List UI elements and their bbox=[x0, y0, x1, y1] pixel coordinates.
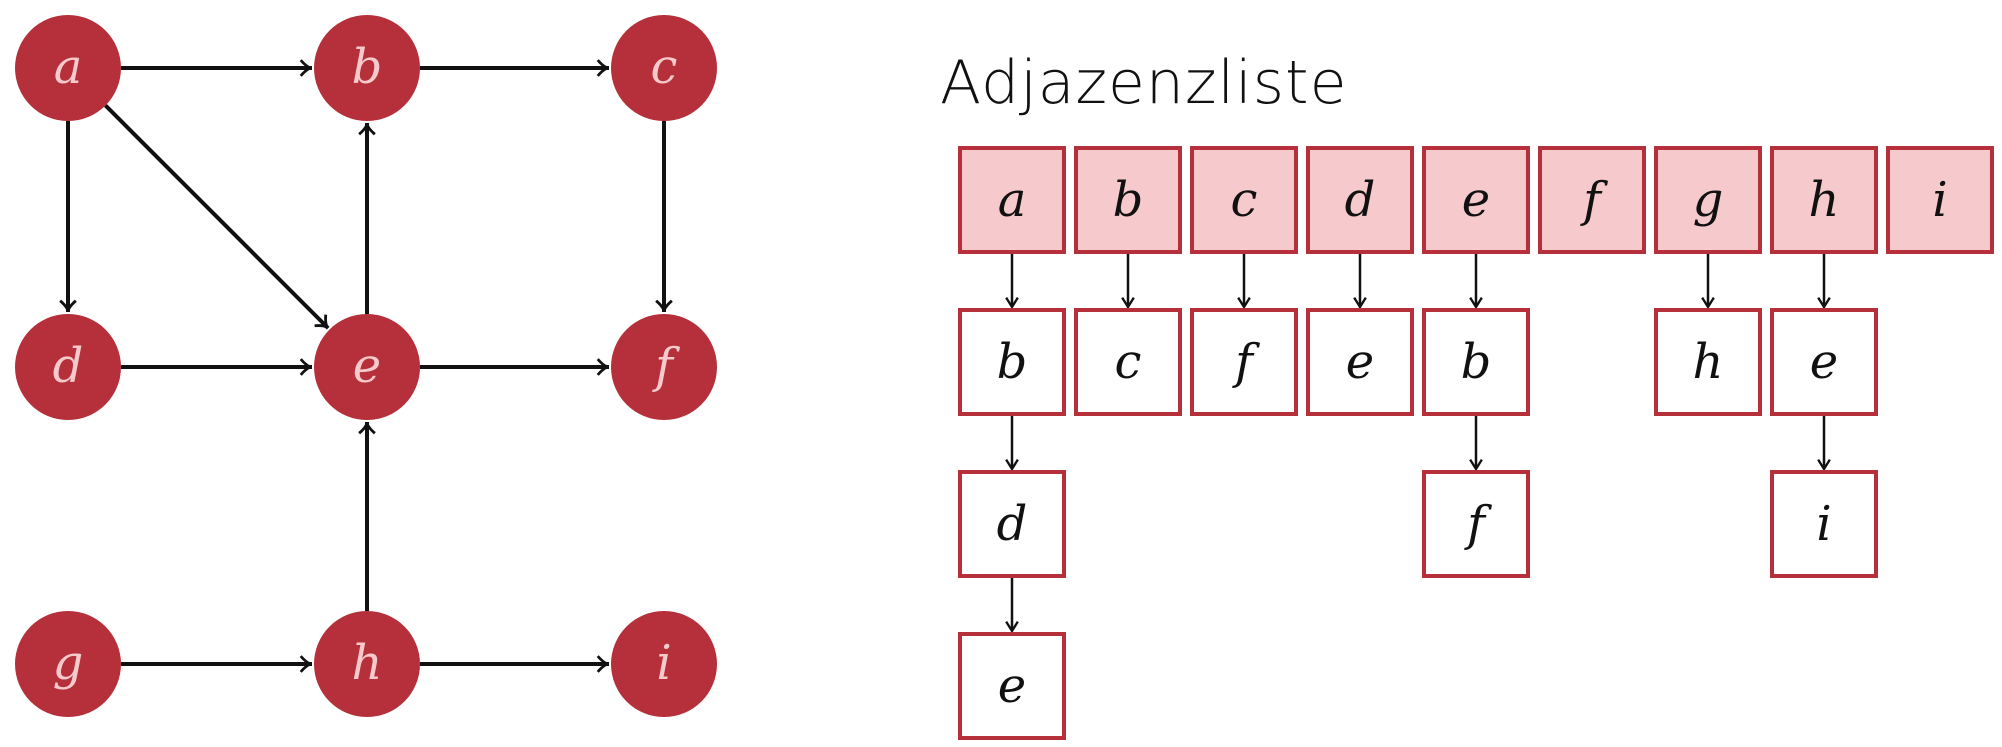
node-label: h bbox=[352, 635, 383, 691]
adjacency-column-a: a b d e bbox=[958, 146, 1066, 740]
list-cell bbox=[958, 632, 1066, 740]
head-cell bbox=[1190, 146, 1298, 254]
node-circle bbox=[611, 611, 717, 717]
adjacency-column-d: de bbox=[1306, 146, 1414, 416]
list-cell-label: i bbox=[1816, 496, 1831, 552]
node-g: g bbox=[15, 611, 121, 717]
list-cell-label: b bbox=[1461, 334, 1492, 390]
head-label: a bbox=[998, 172, 1027, 228]
node-circle bbox=[15, 15, 121, 121]
list-cell bbox=[958, 308, 1066, 416]
node-label: d bbox=[53, 338, 84, 394]
node-h: h bbox=[314, 611, 420, 717]
head-label: g bbox=[1693, 172, 1724, 228]
node-circle bbox=[314, 314, 420, 420]
node-label: c bbox=[651, 39, 678, 95]
head-cell bbox=[1654, 146, 1762, 254]
node-circle bbox=[15, 314, 121, 420]
adjacency-column-c: cf bbox=[1190, 146, 1298, 416]
edge-a-e bbox=[104, 104, 330, 330]
list-cell-label: e bbox=[998, 658, 1026, 714]
head-cell bbox=[1538, 146, 1646, 254]
head-cell bbox=[1770, 146, 1878, 254]
node-b: b bbox=[314, 15, 420, 121]
head-cell bbox=[958, 146, 1066, 254]
adjacency-column-b: bc bbox=[1074, 146, 1182, 416]
node-circle bbox=[611, 314, 717, 420]
list-cell bbox=[1422, 470, 1530, 578]
head-cell bbox=[1306, 146, 1414, 254]
adjacency-column-h: h e i bbox=[1770, 146, 1878, 578]
node-i: i bbox=[611, 611, 717, 717]
node-circle bbox=[15, 611, 121, 717]
adjacency-list-title: Adjazenzliste bbox=[940, 48, 1348, 118]
head-label: b bbox=[1113, 172, 1144, 228]
node-label: b bbox=[352, 39, 383, 95]
list-cell-label: c bbox=[1115, 334, 1142, 390]
head-cell bbox=[1422, 146, 1530, 254]
list-cell-label: d bbox=[997, 496, 1028, 552]
list-cell-label: h bbox=[1693, 334, 1724, 390]
list-cell bbox=[1306, 308, 1414, 416]
head-label: i bbox=[1932, 172, 1947, 228]
head-cell bbox=[1886, 146, 1994, 254]
node-circle bbox=[314, 15, 420, 121]
list-cell bbox=[1770, 470, 1878, 578]
nodes-layer: a b c d e f g h i bbox=[15, 15, 717, 717]
list-cell bbox=[1422, 308, 1530, 416]
head-label: d bbox=[1345, 172, 1376, 228]
head-label: h bbox=[1809, 172, 1840, 228]
node-label: g bbox=[53, 635, 84, 691]
list-cell bbox=[958, 470, 1066, 578]
node-f: f bbox=[611, 314, 717, 420]
node-c: c bbox=[611, 15, 717, 121]
list-cell bbox=[1190, 308, 1298, 416]
list-cell bbox=[1654, 308, 1762, 416]
edges-layer bbox=[59, 59, 673, 673]
adjacency-column-f: f bbox=[1538, 146, 1646, 254]
node-a: a bbox=[15, 15, 121, 121]
list-cell bbox=[1770, 308, 1878, 416]
adjacency-column-g: gh bbox=[1654, 146, 1762, 416]
node-d: d bbox=[15, 314, 121, 420]
head-cell bbox=[1074, 146, 1182, 254]
list-cell-label: b bbox=[997, 334, 1028, 390]
head-label: e bbox=[1462, 172, 1490, 228]
node-circle bbox=[314, 611, 420, 717]
node-label: a bbox=[54, 39, 83, 95]
directed-graph: a b c d e f g h i bbox=[15, 15, 717, 717]
adjacency-column-i: i bbox=[1886, 146, 1994, 254]
node-label: e bbox=[353, 338, 381, 394]
node-label: i bbox=[656, 635, 671, 691]
list-cell-label: e bbox=[1346, 334, 1374, 390]
list-cell-label: e bbox=[1810, 334, 1838, 390]
node-e: e bbox=[314, 314, 420, 420]
list-cell bbox=[1074, 308, 1182, 416]
node-circle bbox=[611, 15, 717, 121]
adjacency-column-e: ebf bbox=[1422, 146, 1530, 578]
head-label: c bbox=[1231, 172, 1258, 228]
